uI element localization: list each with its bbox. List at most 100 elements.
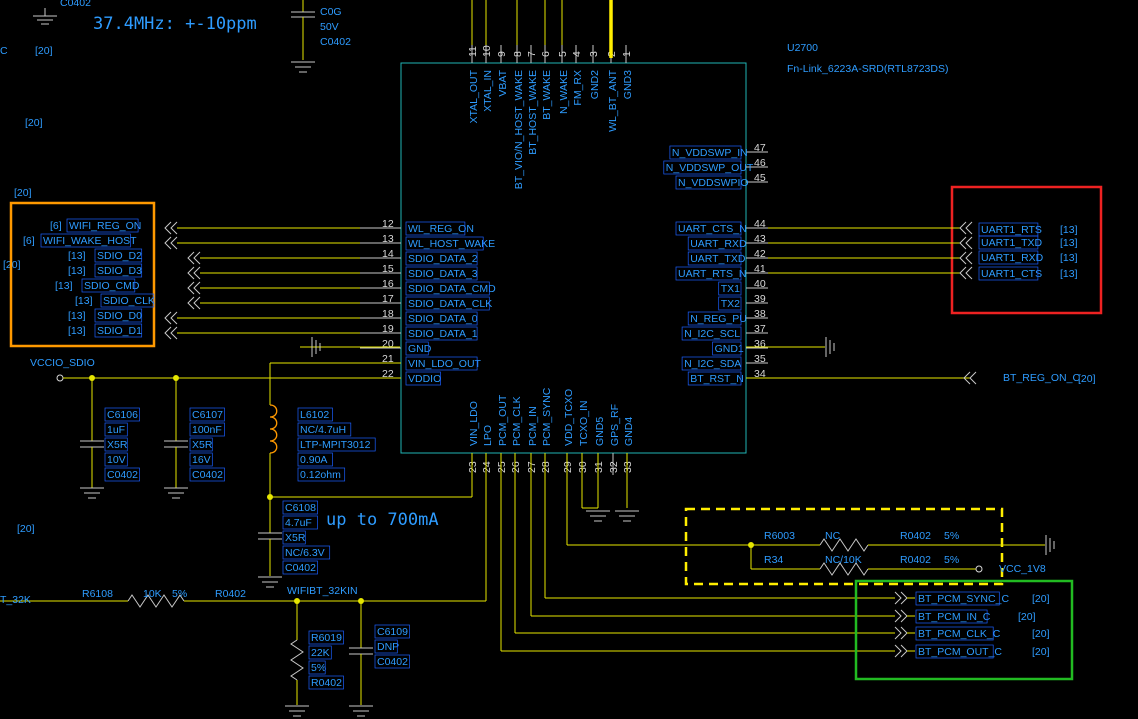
uart-arrow	[959, 251, 973, 265]
pin-name-20: GND	[408, 343, 432, 355]
pcm-net-bt_pcm_sync_c-frame	[915, 591, 1000, 606]
sdio-ref-4: [13]	[55, 280, 73, 292]
bt-reg-on-net: BT_REG_ON_C [20]	[746, 371, 1096, 385]
capacitor-c6106	[80, 378, 104, 499]
r34-pkg: R0402	[900, 554, 931, 566]
r6019-label-2: 5%	[311, 662, 326, 674]
c6107-label-0: C6107	[192, 409, 223, 421]
pin-name-4: FM_RX	[572, 70, 584, 106]
sdio-net-sdio_d2: SDIO_D2	[97, 250, 142, 262]
c6106-label-0: C6106	[107, 409, 138, 421]
pin-name-42: UART_TXD	[690, 253, 746, 265]
c6108-label-0-frame	[282, 500, 318, 515]
capacitor-c6107	[164, 378, 188, 499]
uart-net-uart1_txd-frame	[978, 235, 1039, 250]
c6106-label-2-frame	[104, 437, 128, 452]
sdio-net-sdio_d3: SDIO_D3	[97, 265, 142, 277]
r6003-pkg: R0402	[900, 530, 931, 542]
c6106-label-0-frame	[104, 407, 140, 422]
r6019-label-1-frame	[308, 645, 332, 660]
current-note: up to 700mA	[326, 510, 439, 530]
pcm-arrow	[894, 626, 908, 640]
sdio-net-wifi_wake_host: WIFI_WAKE_HOST	[43, 235, 137, 247]
l6102-label-1: NC/4.7uH	[300, 424, 346, 436]
top-wires	[471, 0, 613, 58]
pin-name-21-frame	[405, 356, 478, 371]
pin-number: 27	[526, 461, 538, 473]
r6019-label-2-frame	[308, 660, 326, 675]
pin-number: 33	[622, 461, 634, 473]
pin-number: 34	[754, 368, 766, 380]
r34-tol: 5%	[944, 554, 959, 566]
pin-name-46-frame	[663, 160, 742, 175]
pin-name-18-frame	[405, 311, 478, 326]
uart-ref-3: [13]	[1060, 268, 1078, 280]
vccio-wire	[56, 362, 401, 405]
pcm-net-bt_pcm_clk_c-frame	[915, 626, 994, 641]
pin-name-39: TX2	[721, 298, 740, 310]
r6003-ref: R6003	[764, 530, 795, 542]
ground-symbol	[33, 8, 57, 25]
pin-name-40-frame	[718, 281, 742, 296]
top-cap-voltage: 50V	[320, 21, 339, 33]
pcm-net-bt_pcm_out_c-frame	[915, 644, 994, 659]
pin-name-13: WL_HOST_WAKE	[408, 238, 495, 250]
pcm-arrow	[894, 644, 908, 658]
pin-name-11: XTAL_OUT	[468, 69, 480, 123]
resistor-r6003	[748, 535, 1055, 555]
c6108-label-3-frame	[282, 545, 331, 560]
r6108-pkg: R0402	[215, 588, 246, 600]
chip-part: Fn-Link_6223A-SRD(RTL8723DS)	[787, 63, 948, 75]
pin-name-38: N_REG_PU	[690, 313, 747, 325]
bt-reg-on-ref: [20]	[1078, 373, 1096, 385]
c6109-label-1: DNP	[377, 641, 399, 653]
c6107-label-1-frame	[189, 422, 225, 437]
r6003-tol: 5%	[944, 530, 959, 542]
pcm-group-box	[854, 579, 1074, 681]
pin-name-6: BT_WAKE	[541, 70, 553, 120]
sdio-net-sdio_d0-frame	[94, 308, 143, 323]
resistor-r6108	[0, 453, 487, 608]
pin-name-41: UART_RTS_N	[678, 268, 746, 280]
pin-name-40: TX1	[721, 283, 740, 295]
pcm-wires	[500, 453, 895, 652]
pin-number: 1	[621, 51, 633, 57]
wifibt-32kin: WIFIBT_32KIN	[287, 585, 358, 597]
c6107-label-4: C0402	[192, 469, 223, 481]
sdio-net-sdio_clk-frame	[100, 293, 155, 308]
sdio-net-sdio_d1: SDIO_D1	[97, 325, 142, 337]
page-ref-1: [20]	[35, 45, 53, 57]
pin-number: 8	[512, 51, 524, 57]
pin-number: 10	[481, 45, 493, 57]
r6108-value: 10K	[143, 588, 162, 600]
c6109-label-0: C6109	[377, 626, 408, 638]
pin-name-32: GPS_RF	[609, 404, 621, 446]
pin-number: 42	[754, 248, 766, 260]
pin-name-8: BT_VIO/N_HOST_WAKE	[513, 70, 525, 189]
c6108-label-3: NC/6.3V	[285, 547, 325, 559]
pin-name-15-frame	[405, 266, 478, 281]
c6106-label-3-frame	[104, 452, 128, 467]
pin-name-43-frame	[687, 236, 742, 251]
pin-name-35: N_I2C_SDA	[684, 358, 741, 370]
c6106-label-3: 10V	[107, 454, 126, 466]
pin-name-29: VDD_TCXO	[563, 389, 575, 446]
pin-name-9: VBAT	[497, 69, 509, 96]
sdio-nets: [6]WIFI_REG_ON[6]WIFI_WAKE_HOST[13]SDIO_…	[23, 218, 360, 340]
ground-symbol	[300, 337, 400, 357]
pcm-net-bt_pcm_out_c: BT_PCM_OUT_C	[918, 646, 1002, 658]
pin-number: 4	[571, 51, 583, 57]
pin-number: 32	[608, 461, 620, 473]
l6102-label-3-frame	[297, 452, 333, 467]
sdio-ref-6: [13]	[68, 310, 86, 322]
pin-number: 6	[540, 51, 552, 57]
pin-number: 20	[382, 338, 394, 350]
pin-number: 13	[382, 233, 394, 245]
l6102-label-2-frame	[297, 437, 376, 452]
pin-name-35-frame	[681, 356, 742, 371]
r6108-ref: R6108	[82, 588, 113, 600]
